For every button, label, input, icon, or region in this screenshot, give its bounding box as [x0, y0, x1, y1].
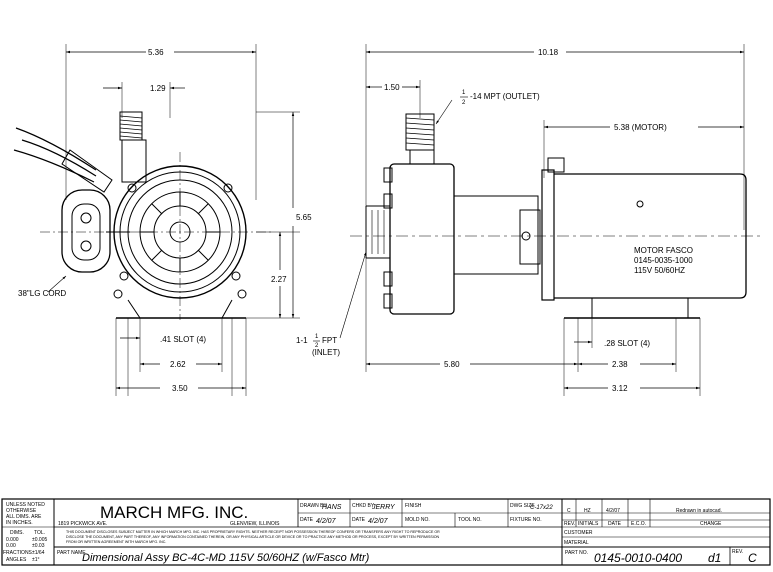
company-address: 1819 PICKWICK AVE.	[58, 521, 107, 527]
part-no-suffix: d1	[708, 551, 721, 565]
inlet-label-b: FPT	[322, 336, 337, 345]
customer-label: CUSTOMER	[564, 530, 593, 536]
date-label-1: DATE	[300, 517, 314, 523]
date-value-2: 4/2/07	[368, 518, 389, 525]
motor-note-1: MOTOR FASCO	[634, 246, 693, 255]
side-view	[339, 44, 760, 396]
rev-row-rev: C	[567, 508, 571, 514]
tol-r1a: 0.000	[6, 537, 19, 543]
tol-r4a: ANGLES	[6, 557, 27, 563]
tol-r3a: FRACTIONS	[3, 550, 33, 556]
tol-tol: TOL.	[34, 530, 45, 536]
dim-side-base-spacing: 2.38	[612, 360, 628, 369]
dim-front-base-width: 3.50	[172, 384, 188, 393]
chkd-by-value: JERRY	[371, 504, 396, 511]
drawn-by-label: DRAWN BY	[300, 503, 327, 509]
tol-r2a: 0.00	[6, 543, 16, 549]
outlet-label: -14 MPT (OUTLET)	[470, 92, 540, 101]
part-name-value: Dimensional Assy BC-4C-MD 115V 50/60HZ (…	[82, 552, 370, 564]
dwg-size-value: C-17x22	[530, 505, 553, 511]
tol-in-inches: IN INCHES.	[6, 520, 33, 526]
fixture-label: FIXTURE NO.	[510, 517, 542, 523]
part-name-label: PART NAME	[57, 550, 86, 556]
outlet-frac-den: 2	[462, 100, 466, 106]
dim-front-shaft-height: 2.27	[271, 275, 287, 284]
outlet-frac-num: 1	[462, 90, 466, 96]
inlet-frac-num: 1	[315, 334, 319, 340]
rev-row-initials: HZ	[584, 508, 591, 514]
tol-r4b: ±1°	[32, 557, 40, 563]
rev-header-eco: E.C.O.	[631, 521, 646, 527]
finish-label: FINISH	[405, 503, 422, 509]
inlet-label-c: (INLET)	[312, 348, 340, 357]
part-no-value: 0145-0010-0400	[594, 551, 682, 565]
drawn-by-value: HANS	[322, 504, 342, 511]
tol-dims: DIMS.	[10, 530, 24, 536]
part-no-label: PART NO.	[565, 550, 588, 556]
tol-all-dims: ALL DIMS. ARE	[6, 514, 42, 520]
motor-note-2: 0145-0035-1000	[634, 256, 693, 265]
dim-front-hole-spacing: 2.62	[170, 360, 186, 369]
dim-front-height: 5.65	[296, 213, 312, 222]
dim-front-slot: .41 SLOT (4)	[160, 335, 206, 344]
dim-side-overall-length: 10.18	[538, 48, 559, 57]
tol-unless-noted: UNLESS NOTED	[6, 502, 45, 508]
front-view	[13, 44, 300, 396]
inlet-label-a: 1-1	[296, 336, 308, 345]
rev-row-date: 4/2/07	[606, 508, 620, 514]
cord-note: 38"LG CORD	[18, 289, 66, 298]
disclaimer-line-1: THIS DOCUMENT DISCLOSES SUBJECT MATTER I…	[66, 530, 440, 534]
tol-otherwise: OTHERWISE	[6, 508, 37, 514]
rev-row-change: Redrawn in autocad.	[676, 508, 722, 514]
date-label-2: DATE	[352, 517, 366, 523]
dwg-size-label: DWG SIZE	[510, 503, 535, 509]
rev-header-rev: REV.	[564, 521, 575, 527]
rev-value: C	[748, 551, 757, 565]
dim-front-offset: 1.29	[150, 84, 166, 93]
tol-r3b: ±1/64	[32, 550, 45, 556]
inlet-frac-den: 2	[315, 343, 319, 349]
mold-label: MOLD NO.	[405, 517, 430, 523]
chkd-by-label: CHKD BY	[352, 503, 375, 509]
material-label: MATERIAL	[564, 540, 589, 546]
title-block	[1, 498, 771, 566]
rev-header-date: DATE	[608, 521, 622, 527]
motor-note-3: 115V 50/60HZ	[634, 266, 685, 275]
disclaimer-line-2: DISCLOSE THE DOCUMENT, ANY PART THEREOF,…	[66, 535, 440, 539]
rev-header-change: CHANGE	[700, 521, 722, 527]
rev-label: REV.	[732, 549, 743, 555]
tool-label: TOOL NO.	[458, 517, 482, 523]
company-city: GLENVIEW, ILLINOIS	[230, 521, 280, 527]
tol-r1b: ±0.005	[32, 537, 47, 543]
dim-side-motor-length: 5.38 (MOTOR)	[614, 123, 667, 132]
tol-r2b: ±0.03	[32, 543, 45, 549]
dim-side-slot: .28 SLOT (4)	[604, 339, 650, 348]
disclaimer-line-3: FROM OR WRITTEN AGREEMENT WITH MARCH MFG…	[66, 540, 166, 544]
dim-front-width: 5.36	[148, 48, 164, 57]
date-value-1: 4/2/07	[316, 518, 337, 525]
rev-header-initials: INITIALS	[578, 521, 599, 527]
company-name: MARCH MFG. INC.	[100, 503, 248, 522]
dim-side-inlet-to-base: 5.80	[444, 360, 460, 369]
dim-side-outlet-offset: 1.50	[384, 83, 400, 92]
dim-side-base-width: 3.12	[612, 384, 628, 393]
